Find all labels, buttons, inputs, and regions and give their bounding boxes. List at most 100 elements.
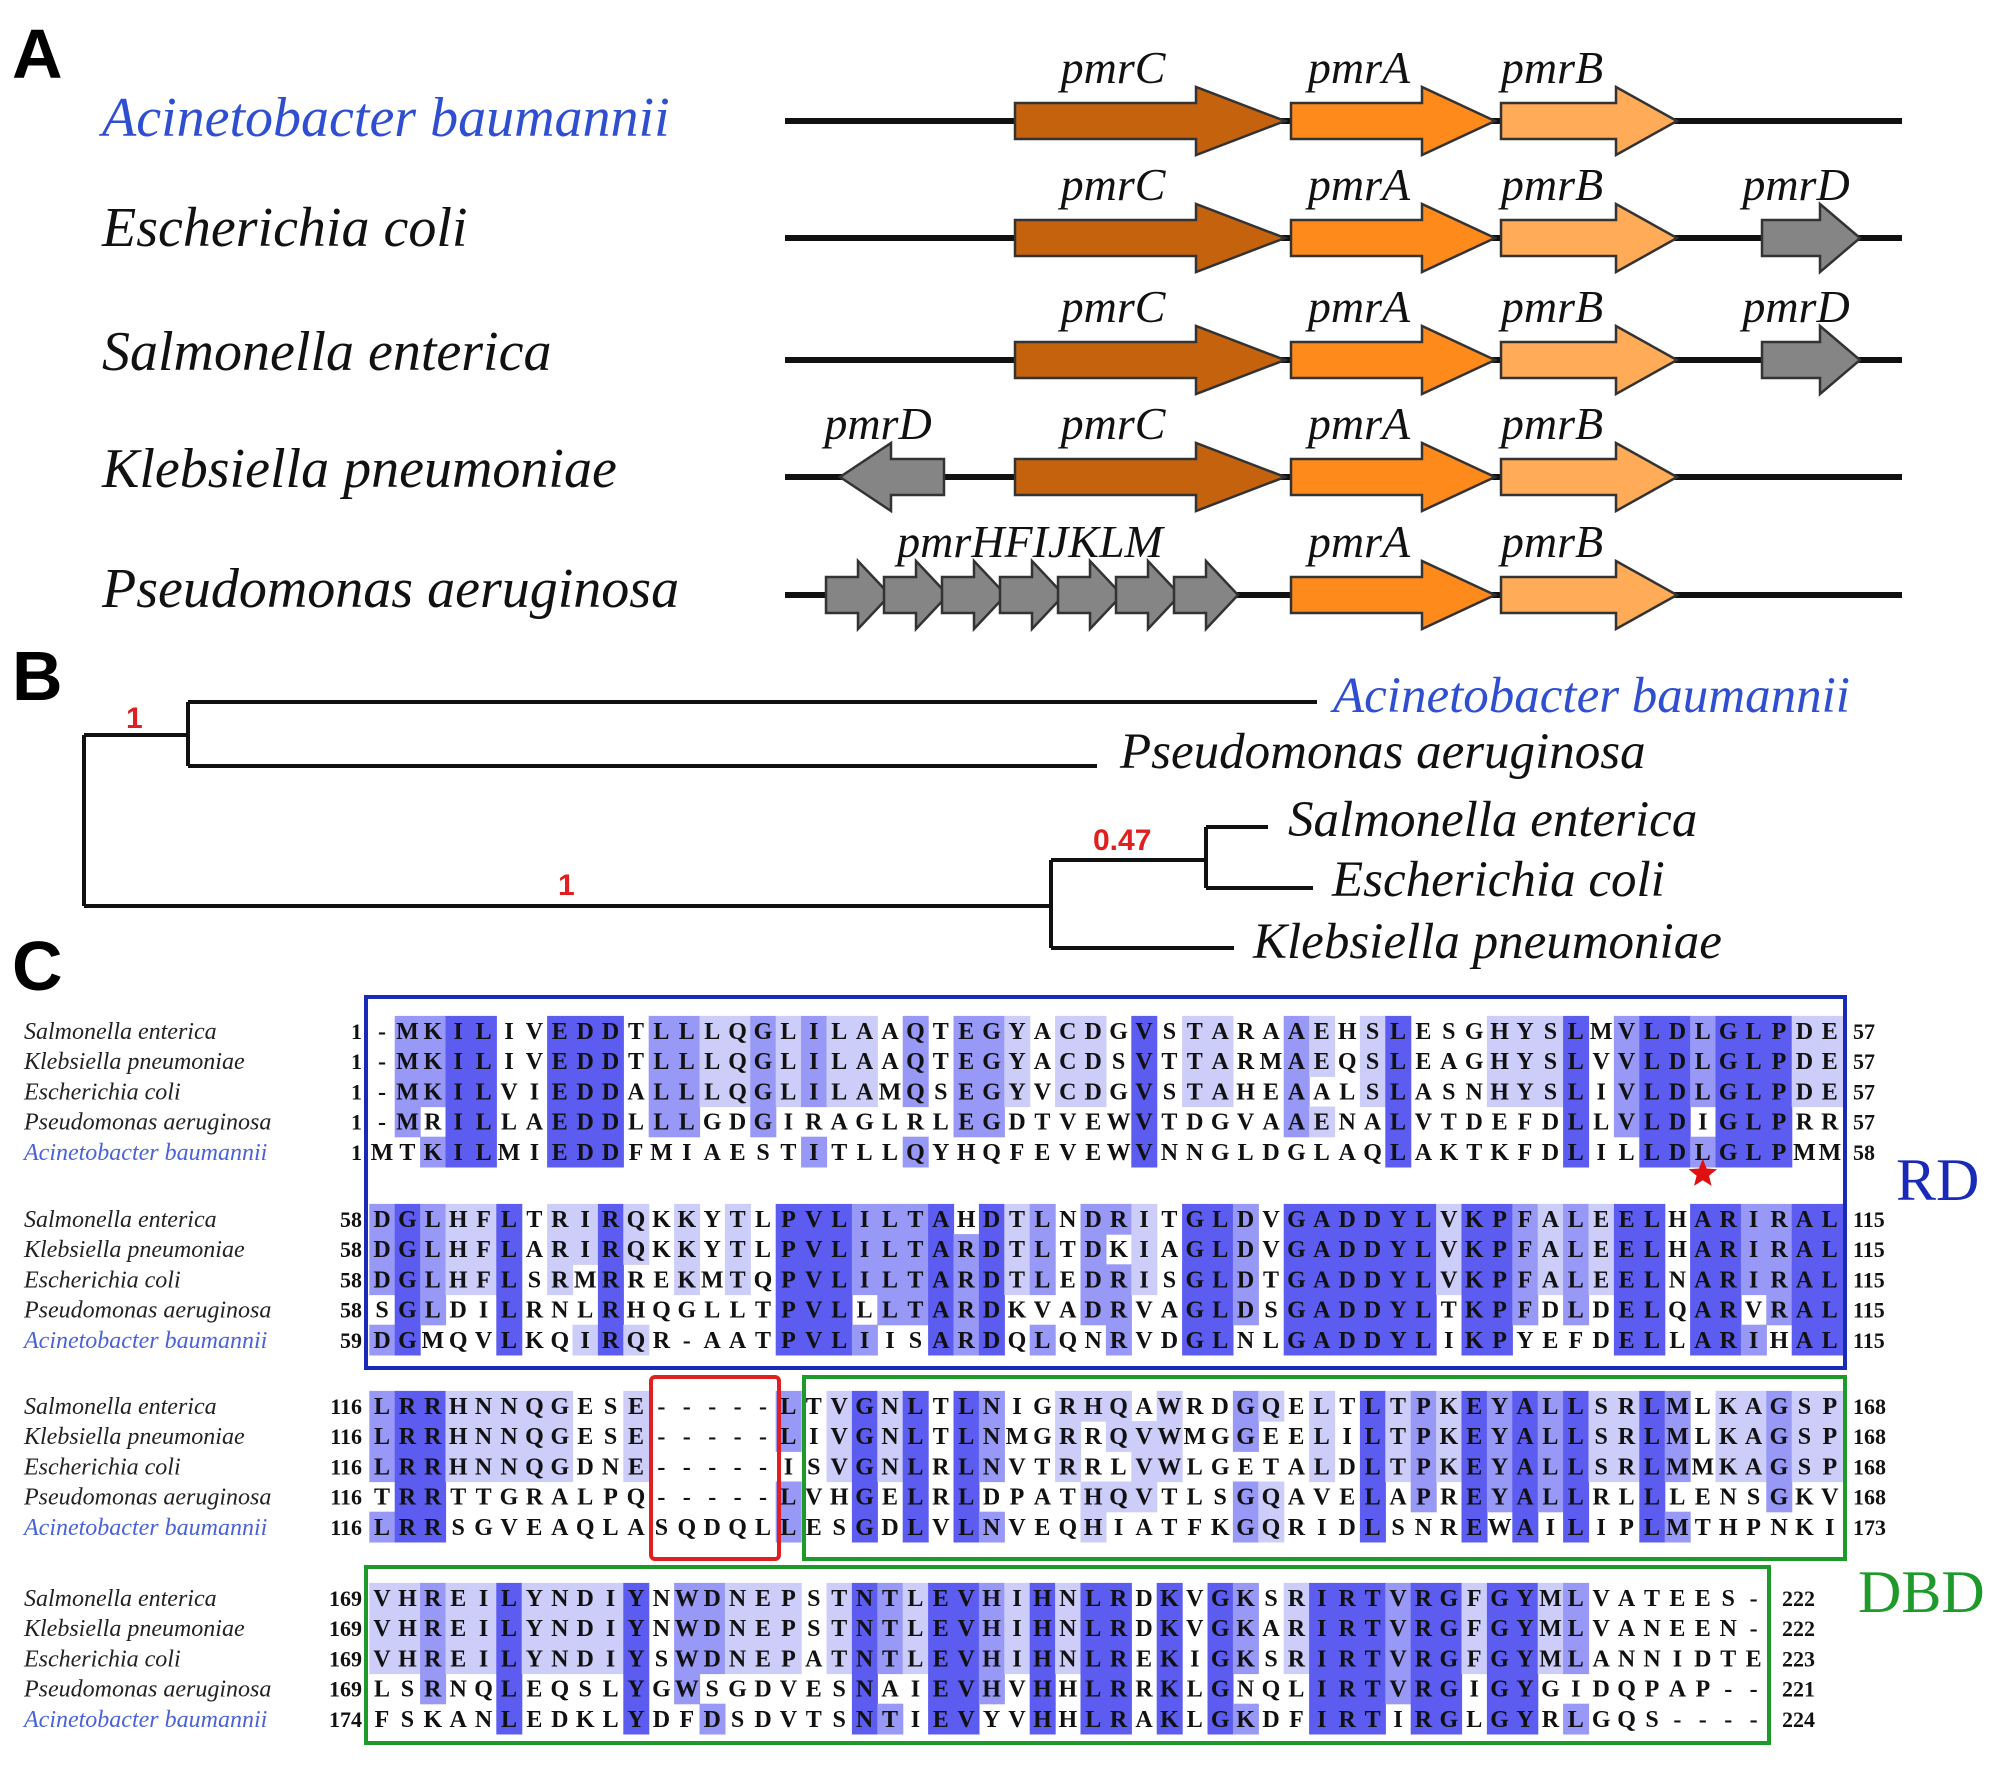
residue: V (958, 1707, 976, 1733)
residue: Q (1262, 1515, 1281, 1541)
residue: R (1440, 1485, 1458, 1511)
conservation-shade (953, 1582, 980, 1614)
residue: E (1085, 1110, 1101, 1136)
gene-arrow-pmrB (1499, 84, 1680, 158)
residue: I (530, 1079, 539, 1105)
residue: D (577, 1646, 594, 1672)
residue: V (1135, 1049, 1153, 1075)
residue: T (476, 1485, 492, 1511)
conservation-shade (1004, 1613, 1031, 1644)
residue: T (907, 1207, 923, 1233)
gene-label: pmrA (1305, 159, 1411, 210)
residue: N (450, 1677, 468, 1703)
residue: A (932, 1207, 950, 1233)
residue: K (1465, 1267, 1484, 1293)
residue: R (424, 1110, 442, 1136)
conservation-shade (1029, 1264, 1056, 1296)
end-position: 58 (1853, 1140, 1875, 1165)
residue: D (1135, 1586, 1152, 1612)
residue: E (1288, 1394, 1304, 1420)
residue: A (1288, 1019, 1306, 1045)
residue: N (983, 1454, 1001, 1480)
residue: F (1467, 1616, 1482, 1642)
residue: D (577, 1019, 594, 1045)
end-position: 57 (1853, 1019, 1875, 1044)
residue: N (856, 1677, 874, 1703)
residue: V (1186, 1616, 1204, 1642)
conservation-shade (597, 1643, 624, 1675)
conservation-shade (1791, 1264, 1818, 1296)
residue: F (1518, 1140, 1533, 1166)
conservation-shade (1639, 1203, 1666, 1235)
residue: R (1110, 1207, 1128, 1233)
residue: V (1059, 1140, 1077, 1166)
residue: A (1669, 1677, 1687, 1703)
conservation-shade (572, 1046, 599, 1077)
residue: T (933, 1019, 949, 1045)
conservation-shade (445, 1234, 472, 1265)
residue: E (577, 1394, 593, 1420)
residue: L (831, 1298, 847, 1324)
conservation-shade (1791, 1390, 1818, 1422)
conservation-shade (420, 1203, 447, 1235)
residue: L (1568, 1207, 1584, 1233)
residue: E (1822, 1079, 1838, 1105)
start-position: 116 (330, 1454, 362, 1479)
residue: I (1393, 1707, 1402, 1733)
conservation-shade (699, 1703, 726, 1735)
residue: D (1085, 1298, 1102, 1324)
residue: M (701, 1267, 724, 1293)
conservation-shade (1283, 1203, 1310, 1235)
residue: L (857, 1298, 873, 1324)
residue: I (1012, 1394, 1021, 1420)
residue: A (1034, 1049, 1052, 1075)
sequence-name: Pseudomonas aeruginosa (23, 1298, 271, 1324)
residue: T (831, 1140, 847, 1166)
residue: I (1698, 1110, 1707, 1136)
residue: L (704, 1298, 720, 1324)
conservation-shade (674, 1234, 701, 1265)
residue: D (1669, 1049, 1686, 1075)
gene-arrow-pmrA (1289, 559, 1498, 631)
residue: N (983, 1394, 1001, 1420)
residue: G (982, 1049, 1001, 1075)
conservation-shade (750, 1046, 777, 1077)
conservation-shade (1309, 1294, 1336, 1326)
conservation-shade (1283, 1046, 1310, 1077)
residue: I (1597, 1079, 1606, 1105)
conservation-shade (826, 1582, 853, 1614)
conservation-shade (1817, 1234, 1844, 1265)
residue: I (911, 1707, 920, 1733)
residue: D (983, 1328, 1000, 1354)
conservation-shade (1283, 1613, 1310, 1644)
residue: V (475, 1328, 493, 1354)
residue: R (1059, 1454, 1077, 1480)
residue: G (1185, 1328, 1204, 1354)
conservation-shade (623, 1421, 650, 1452)
residue: A (1516, 1485, 1534, 1511)
residue: K (1465, 1207, 1484, 1233)
conservation-shade (1740, 1451, 1767, 1483)
residue: - (1724, 1677, 1732, 1703)
residue: E (1695, 1485, 1711, 1511)
conservation-shade (851, 1481, 878, 1513)
residue: H (1490, 1019, 1509, 1045)
conservation-shade (1080, 1046, 1107, 1077)
conservation-shade (623, 1613, 650, 1644)
conservation-shade (1080, 1703, 1107, 1735)
conservation-shade (801, 1264, 828, 1296)
conservation-shade (826, 1421, 853, 1452)
residue: D (1262, 1140, 1279, 1166)
sequence-name: Salmonella enterica (24, 1394, 217, 1420)
residue: L (1644, 1485, 1660, 1511)
start-position: 169 (329, 1616, 362, 1641)
residue: T (374, 1485, 390, 1511)
conservation-shade (953, 1511, 980, 1543)
conservation-shade (420, 1294, 447, 1326)
residue: R (932, 1485, 950, 1511)
residue: G (1211, 1616, 1230, 1642)
residue: P (1822, 1454, 1837, 1480)
residue: N (881, 1394, 899, 1420)
